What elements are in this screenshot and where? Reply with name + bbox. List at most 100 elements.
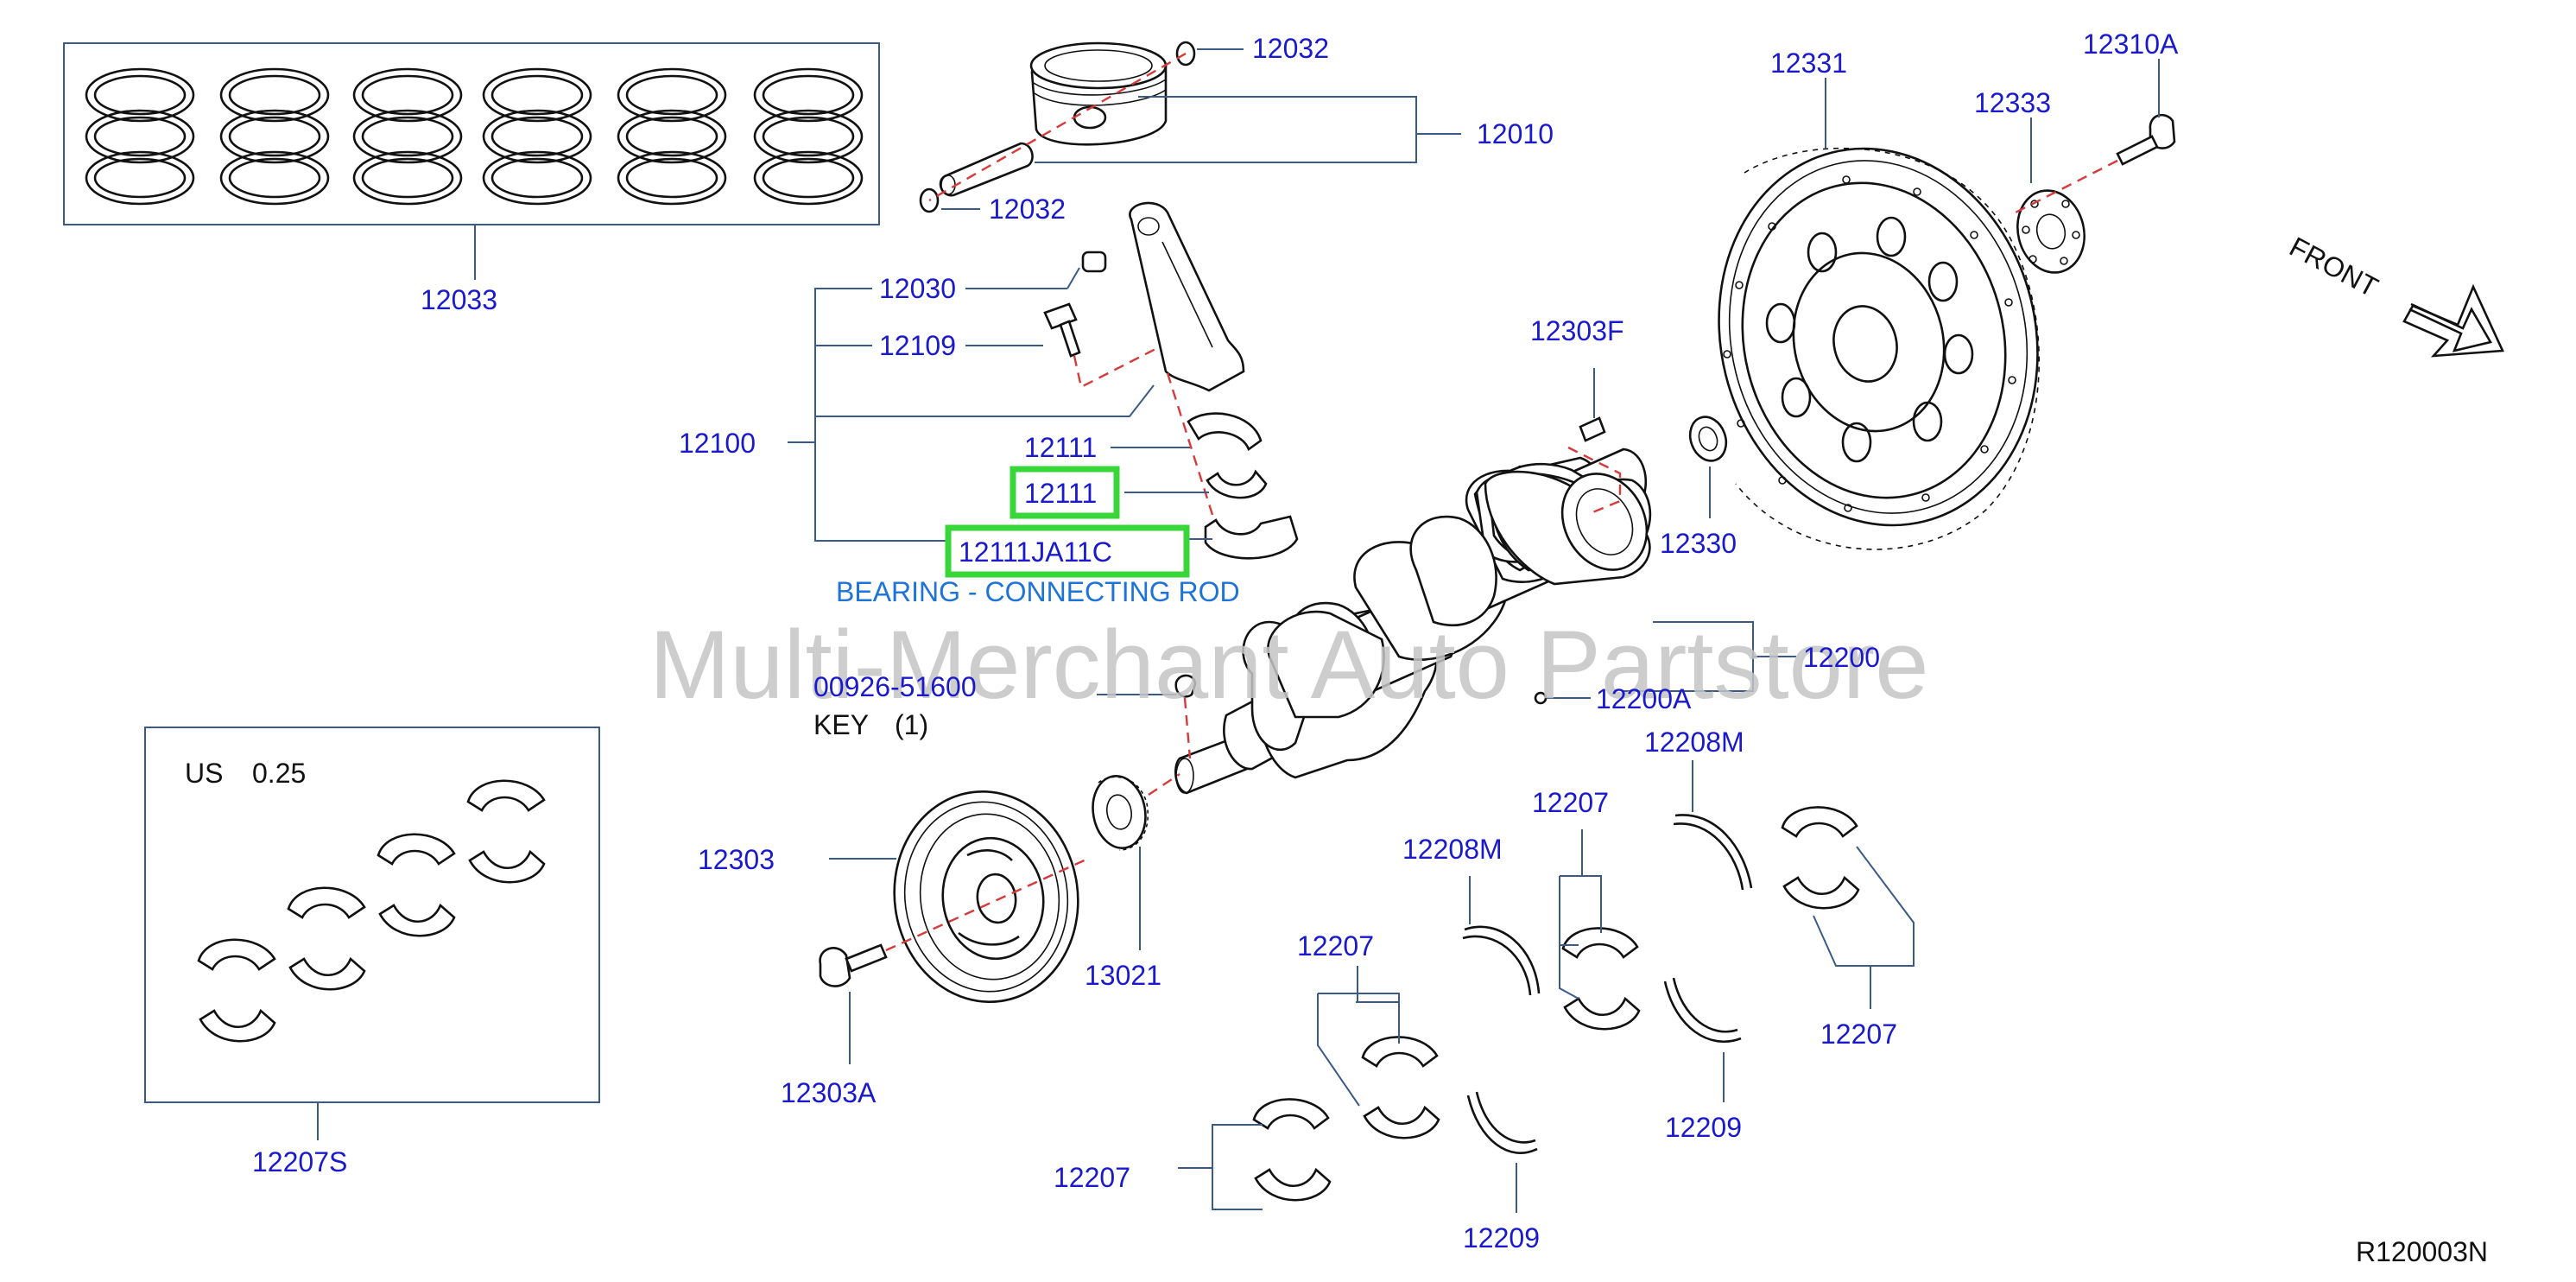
conrod-cap [1204, 515, 1299, 560]
connecting-rod-group [788, 201, 1299, 560]
label-main-bearing-set[interactable]: 12207S [252, 1146, 347, 1177]
main-bearing-upper-d [1781, 806, 1858, 838]
woodruff-key [1174, 674, 1197, 698]
ring-set-4 [482, 67, 592, 206]
pilot-pin [1579, 416, 1606, 442]
label-rings-set[interactable]: 12033 [421, 284, 497, 315]
ring-set-1 [85, 67, 195, 206]
label-thrust-washer-d[interactable]: 12209 [1665, 1112, 1742, 1143]
crank-rear-flange [1560, 473, 1649, 571]
crankshaft-main [1267, 610, 1385, 719]
ring-set-2 [219, 67, 330, 206]
label-pilot-pin[interactable]: 12303F [1530, 315, 1624, 346]
front-arrow-icon [2408, 302, 2493, 352]
label-piston-clip-top[interactable]: 12032 [1252, 33, 1329, 64]
pulley-bolt-shank [845, 943, 888, 973]
bearing-set-box [144, 727, 600, 1103]
ring-set-3 [352, 67, 463, 206]
conrod-bolt-shank [1059, 320, 1081, 358]
main-bearing-lower-d [1782, 875, 1860, 910]
pilot-bushing-group [1688, 416, 1728, 518]
bearing-set-shells [197, 779, 546, 1043]
label-main-bearing-c[interactable]: 12207 [1532, 787, 1609, 818]
ring-set-6 [753, 67, 864, 206]
sprocket-group [1092, 773, 1180, 950]
conrod-bearing-lower [1206, 469, 1268, 499]
piston-clip-bottom [919, 187, 940, 213]
flywheel-ring-gear [1718, 147, 2039, 527]
pilot-bushing [1688, 416, 1728, 462]
front-arrow-group: FRONT [2285, 231, 2504, 358]
label-conrod-bushing[interactable]: 12030 [879, 273, 956, 304]
thrust-washer-upper-b [1674, 814, 1753, 889]
label-crank-pulley[interactable]: 12303 [698, 844, 775, 875]
label-thrust-washer-b[interactable]: 12208M [1644, 727, 1744, 758]
label-main-bearing-a[interactable]: 12207 [1054, 1162, 1130, 1193]
main-bearing-lower-a [1254, 1167, 1332, 1202]
label-conrod-assembly[interactable]: 12100 [679, 428, 756, 459]
crank-sprocket [1092, 775, 1147, 849]
label-key-name: KEY [813, 709, 869, 740]
conrod-bushing [1081, 251, 1107, 273]
piston-group [919, 41, 1461, 213]
main-bearing-upper-b [1361, 1036, 1439, 1068]
thrust-washer-lower-b [1663, 981, 1742, 1044]
label-pulley-bolt[interactable]: 12303A [781, 1077, 877, 1108]
piston-rings-box [63, 42, 880, 225]
main-bearings-group [1178, 760, 1915, 1213]
front-label: FRONT [2285, 231, 2383, 303]
label-main-bearing-d[interactable]: 12207 [1820, 1019, 1897, 1050]
label-flywheel-bolt[interactable]: 12310A [2083, 29, 2179, 60]
label-pilot-bushing[interactable]: 12330 [1660, 528, 1737, 559]
main-bearing-lower-b [1363, 1105, 1440, 1139]
label-crank-plug[interactable]: 12200A [1596, 683, 1692, 714]
thrust-washer-lower-a [1466, 1095, 1538, 1154]
key-group [1097, 674, 1197, 759]
label-key-qty: (1) [895, 709, 928, 740]
label-main-bearing-b[interactable]: 12207 [1297, 930, 1374, 962]
label-thrust-washer-c[interactable]: 12209 [1463, 1222, 1540, 1253]
watermark: Multi-Merchant Auto Partstore [649, 611, 1928, 719]
label-thrust-washer-a[interactable]: 12208M [1402, 834, 1503, 865]
crank-plug [1534, 691, 1547, 705]
diagram-reference: R120003N [2356, 1236, 2488, 1267]
reinforcement-plate [2016, 189, 2085, 274]
label-crankshaft[interactable]: 12200 [1803, 642, 1880, 673]
piston-clip-top [1175, 41, 1196, 67]
connecting-rod [1129, 201, 1245, 392]
flywheel-dots [1723, 175, 2016, 512]
label-sprocket[interactable]: 13021 [1085, 960, 1161, 991]
flywheel-holes [1765, 216, 1974, 463]
flywheel-group [1718, 78, 2041, 550]
label-bearing-part-highlight[interactable]: 12111JA11C [959, 536, 1112, 568]
main-bearing-upper-c [1561, 927, 1639, 959]
main-bearing-upper-a [1252, 1098, 1330, 1130]
label-us-size-value: 0.25 [252, 758, 306, 789]
thrust-washer-upper-a [1464, 925, 1541, 994]
label-bearing-lower-highlight[interactable]: 12111 [1024, 478, 1097, 509]
crank-pulley-group [829, 790, 1079, 1004]
pulley-bolt-group [819, 857, 1089, 1064]
crank-pulley [893, 790, 1079, 1004]
label-key-part[interactable]: 00926-51600 [813, 671, 977, 702]
piston-rings-group [63, 42, 880, 280]
flywheel-bolt-group [2011, 59, 2176, 216]
label-reinforcement-plate[interactable]: 12333 [1974, 87, 2051, 118]
label-flywheel[interactable]: 12331 [1770, 48, 1847, 79]
label-piston-assembly[interactable]: 12010 [1477, 118, 1554, 149]
bearing-set-group [144, 727, 600, 1140]
pilot-pin-group [1567, 368, 1622, 515]
conrod-bearing-upper [1187, 412, 1263, 452]
highlight-box-12111 [1010, 466, 1120, 519]
pulley-bolt-head [819, 947, 851, 987]
piston-pin [939, 142, 1034, 197]
label-bearing-upper[interactable]: 12111 [1024, 432, 1097, 463]
label-piston-clip-bottom[interactable]: 12032 [989, 194, 1066, 225]
main-bearing-lower-c [1563, 996, 1641, 1031]
label-us-size: US [185, 758, 223, 789]
label-conrod-bolt[interactable]: 12109 [879, 330, 956, 361]
crankshaft-group [1174, 447, 1796, 795]
highlight-box-12111ja11c [945, 524, 1190, 578]
ring-set-5 [617, 67, 727, 206]
